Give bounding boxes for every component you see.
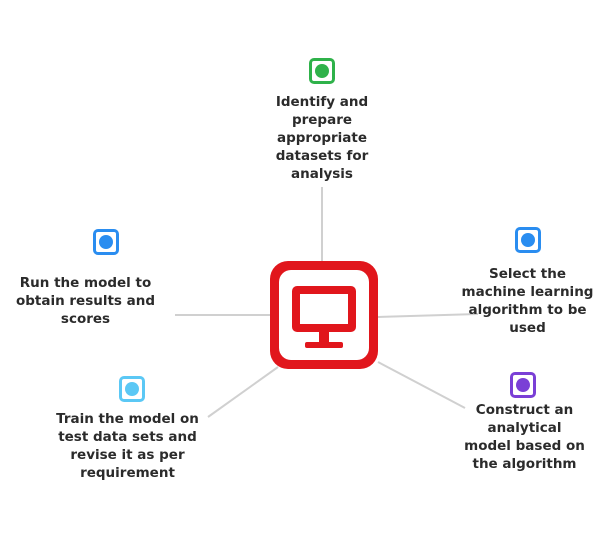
- identify-node-icon: [309, 58, 335, 84]
- circle-icon: [125, 382, 139, 396]
- construct-node-label: Construct an analytical model based on t…: [464, 402, 585, 472]
- computer-monitor-icon: [292, 286, 356, 348]
- connector-select: [377, 313, 479, 318]
- circle-icon: [521, 233, 535, 247]
- run-node-label: Run the model to obtain results and scor…: [15, 275, 156, 327]
- construct-node-icon: [510, 372, 536, 398]
- identify-node-label: Identify and prepare appropriate dataset…: [275, 94, 369, 182]
- center-hub-inner: [279, 270, 369, 360]
- circle-icon: [315, 64, 329, 78]
- train-node-icon: [119, 376, 145, 402]
- select-node-icon: [515, 227, 541, 253]
- train-node-label: Train the model on test data sets and re…: [56, 411, 199, 481]
- connector-construct: [377, 361, 466, 409]
- run-node-icon: [93, 229, 119, 255]
- circle-icon: [99, 235, 113, 249]
- circle-icon: [516, 378, 530, 392]
- connector-train: [207, 366, 279, 418]
- center-hub: [270, 261, 378, 369]
- select-node-label: Select the machine learning algorithm to…: [461, 266, 594, 336]
